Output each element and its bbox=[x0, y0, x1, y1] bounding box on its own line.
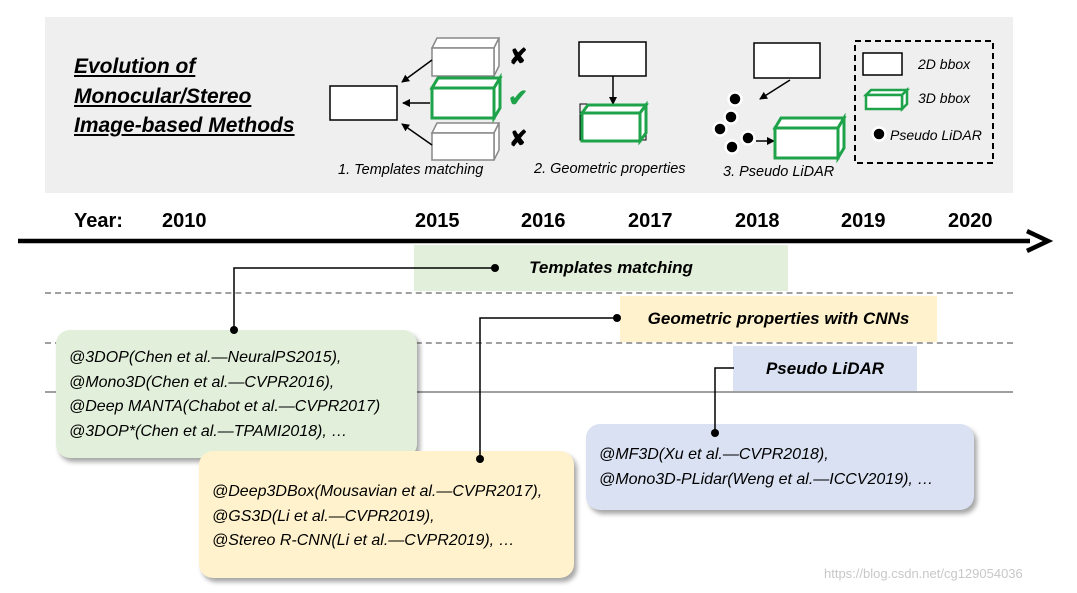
year-label: Year: bbox=[74, 210, 123, 232]
reference-item: @Mono3D-PLidar(Weng et al.—ICCV2019), … bbox=[599, 470, 934, 488]
geometric-3d-box bbox=[579, 100, 649, 146]
title-line-2: Monocular/Stereo bbox=[74, 84, 252, 108]
pseudo-point-1 bbox=[727, 91, 743, 107]
watermark: https://blog.csdn.net/cg129054036 bbox=[824, 566, 1023, 581]
legend-pseudo-label: Pseudo LiDAR bbox=[890, 127, 982, 143]
caption-geometric-properties: 2. Geometric properties bbox=[534, 161, 686, 177]
template-3d-box-top bbox=[430, 37, 501, 77]
caption-pseudo-lidar: 3. Pseudo LiDAR bbox=[723, 164, 835, 180]
year-2015: 2015 bbox=[415, 210, 460, 232]
pseudo-3d-box bbox=[772, 112, 847, 164]
band-geometric-properties: Geometric properties with CNNs bbox=[620, 296, 937, 342]
reference-item: @GS3D(Li et al.—CVPR2019), bbox=[212, 507, 435, 525]
timeline-arrowhead bbox=[1026, 229, 1054, 253]
year-2016: 2016 bbox=[521, 210, 566, 232]
pseudo-point-4 bbox=[740, 130, 756, 146]
reference-item: @Deep3DBox(Mousavian et al.—CVPR2017), bbox=[212, 483, 543, 500]
reference-item: @3DOP(Chen et al.—NeuralPS2015), bbox=[69, 349, 342, 366]
card-templates-references: @3DOP(Chen et al.—NeuralPS2015), @Mono3D… bbox=[56, 330, 417, 458]
reference-item: @Stereo R-CNN(Li et al.—CVPR2019), … bbox=[212, 532, 515, 549]
caption-templates-matching: 1. Templates matching bbox=[338, 162, 484, 178]
geometric-2d-box bbox=[578, 41, 647, 77]
year-2020: 2020 bbox=[948, 210, 993, 232]
mismatch-mark-top: ✘ bbox=[509, 44, 528, 69]
title-line-3: Image-based Methods bbox=[74, 114, 295, 137]
pseudo-point-5 bbox=[724, 139, 740, 155]
card-pseudo-references: @MF3D(Xu et al.—CVPR2018), @Mono3D-PLida… bbox=[586, 424, 974, 510]
title-line-1: Evolution of bbox=[74, 55, 196, 78]
reference-item: @MF3D(Xu et al.—CVPR2018), bbox=[599, 446, 829, 463]
reference-item: @Deep MANTA(Chabot et al.—CVPR2017) bbox=[69, 398, 381, 415]
band-templates-label: Templates matching bbox=[529, 258, 693, 277]
legend-2d-label: 2D bbox bbox=[918, 56, 971, 72]
legend-point-swatch bbox=[871, 126, 887, 142]
band-geometric-label: Geometric properties with CNNs bbox=[647, 309, 910, 328]
pseudo-2d-box bbox=[753, 42, 821, 79]
template-arrow-bottom bbox=[401, 123, 433, 146]
template-3d-box-bottom bbox=[430, 122, 501, 161]
legend-3d-label: 3D bbox bbox=[918, 90, 971, 106]
year-2019: 2019 bbox=[841, 210, 886, 232]
pseudo-point-2 bbox=[723, 109, 739, 125]
year-2018: 2018 bbox=[735, 210, 780, 232]
mismatch-mark-bottom: ✘ bbox=[509, 126, 528, 151]
template-arrow-top bbox=[401, 59, 433, 83]
template-3d-box-match bbox=[429, 72, 503, 124]
separator-dashed-1 bbox=[45, 292, 1013, 294]
legend-3d-swatch bbox=[862, 86, 911, 113]
band-pseudo-lidar: Pseudo LiDAR bbox=[733, 346, 917, 391]
methods-overview-panel bbox=[45, 17, 1013, 193]
band-templates-matching: Templates matching bbox=[414, 245, 788, 291]
legend-2d-swatch bbox=[862, 52, 903, 76]
band-pseudo-label: Pseudo LiDAR bbox=[765, 358, 885, 378]
card-geometric-references: @Deep3DBox(Mousavian et al.—CVPR2017), @… bbox=[199, 451, 574, 578]
reference-item: @3DOP*(Chen et al.—TPAMI2018), … bbox=[69, 422, 348, 440]
reference-item: @Mono3D(Chen et al.—CVPR2016), bbox=[69, 373, 335, 391]
figure-title: Evolution of Monocular/Stereo Image-base… bbox=[74, 52, 295, 141]
pseudo-arrow-2d bbox=[759, 79, 791, 100]
year-2017: 2017 bbox=[628, 210, 673, 232]
template-2d-box bbox=[329, 85, 398, 121]
match-check-mark: ✔ bbox=[508, 85, 529, 112]
year-2010: 2010 bbox=[162, 210, 207, 232]
pseudo-point-3 bbox=[712, 121, 728, 137]
